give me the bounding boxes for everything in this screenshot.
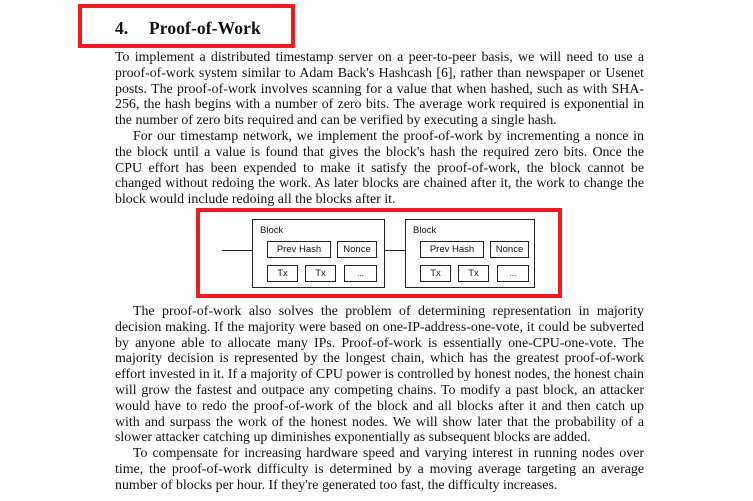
- paragraph: The proof-of-work also solves the proble…: [115, 304, 644, 446]
- section-title: Proof-of-Work: [149, 18, 261, 38]
- text-block-top: To implement a distributed timestamp ser…: [115, 50, 644, 208]
- heading-highlight-box: [78, 4, 295, 48]
- text-block-bottom: The proof-of-work also solves the proble…: [115, 304, 644, 494]
- paragraph: To compensate for increasing hardware sp…: [115, 446, 644, 493]
- paragraph: For our timestamp network, we implement …: [115, 128, 644, 208]
- diagram-highlight-box: [196, 208, 562, 298]
- paragraph: To implement a distributed timestamp ser…: [115, 50, 644, 129]
- section-number: 4.: [115, 18, 129, 38]
- section-heading: 4. Proof-of-Work: [115, 18, 261, 39]
